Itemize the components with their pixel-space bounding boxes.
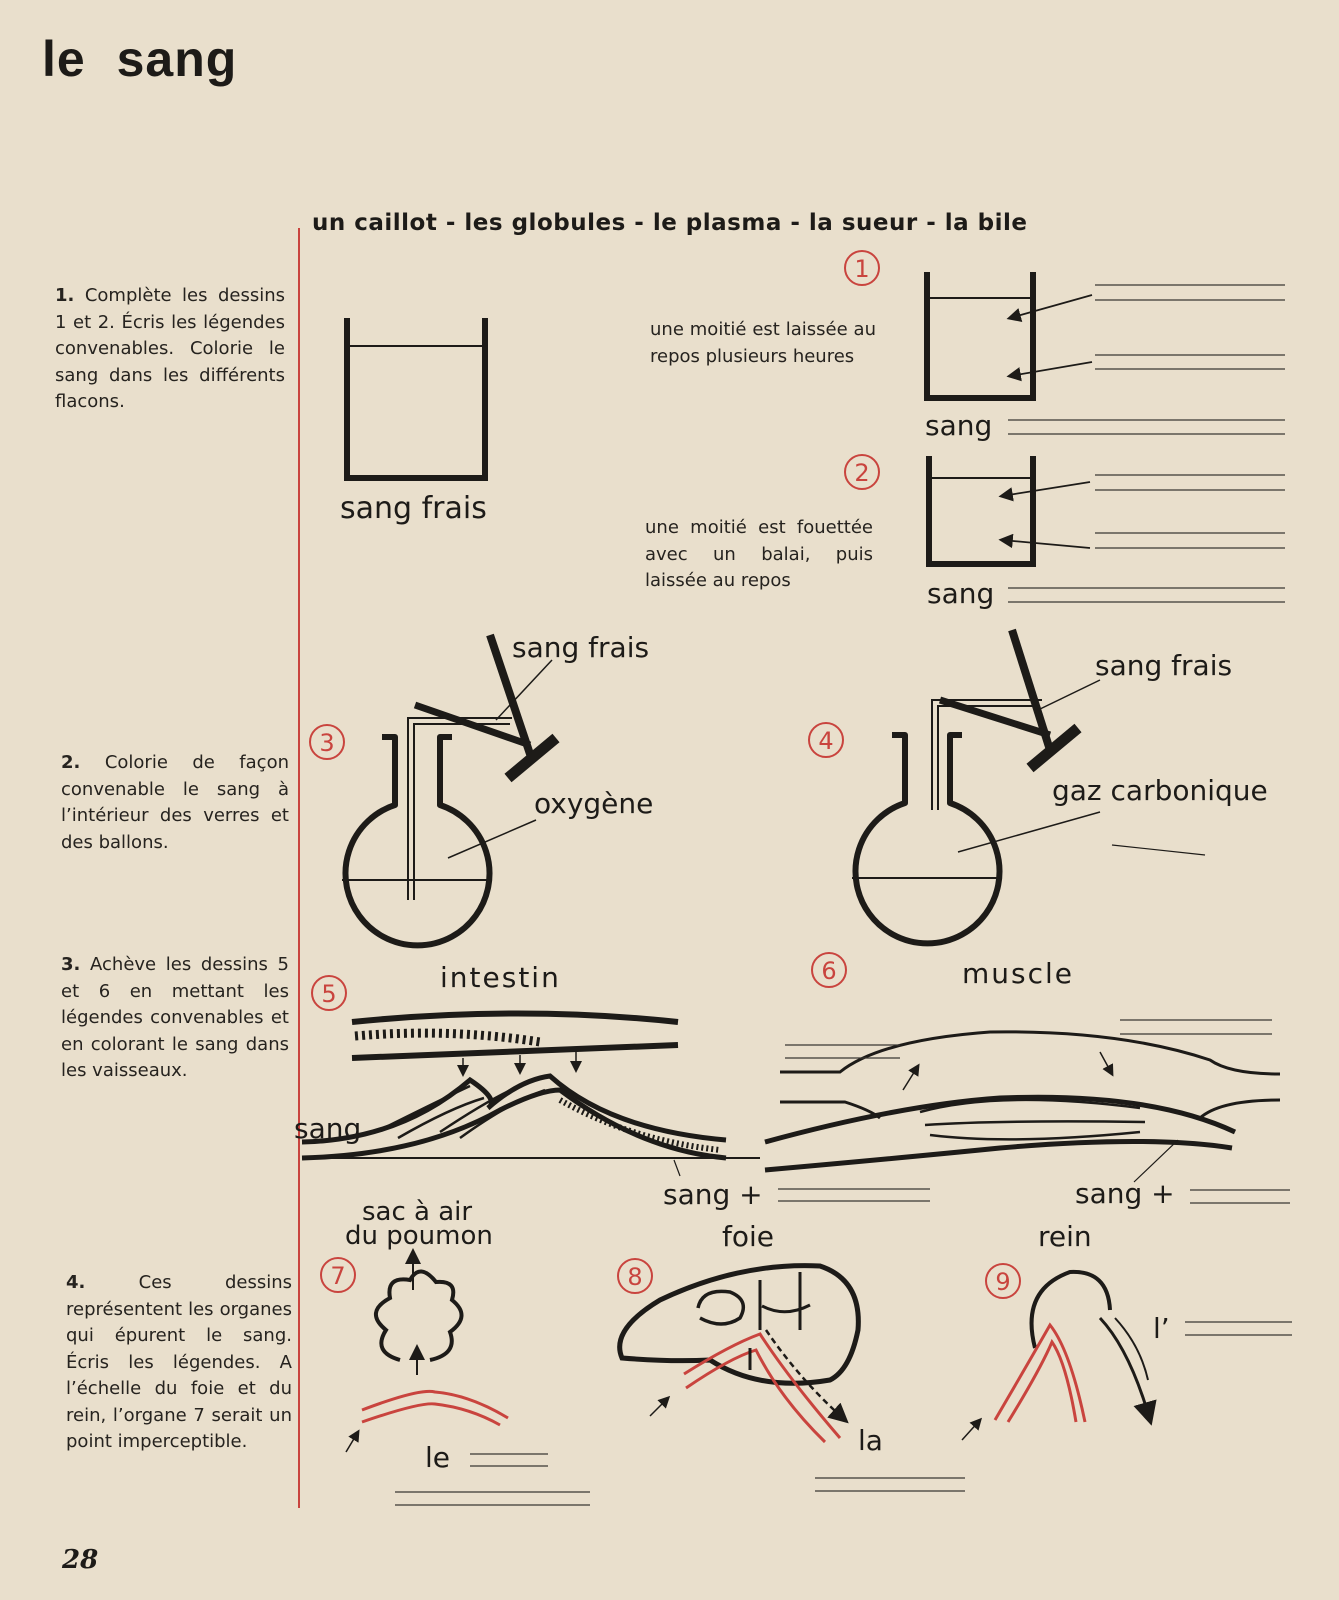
svg-text:7: 7 [330, 1262, 345, 1290]
blood-plus-label-6: sang + [1075, 1177, 1175, 1210]
kidney-drawing [961, 1269, 1157, 1441]
instruction-text: Achève les dessins 5 et 6 en mettant les… [61, 954, 289, 1081]
instruction-1: 1. Complète les dessins 1 et 2. Écris le… [55, 283, 285, 416]
figure-number-9: 9 [985, 1263, 1021, 1299]
svg-text:8: 8 [627, 1263, 642, 1291]
liver-answer-prefix: la [858, 1424, 883, 1457]
svg-text:3: 3 [319, 729, 334, 757]
instruction-text: Ces dessins représentent les organes qui… [66, 1272, 292, 1452]
lung-sac-label-line2: du poumon [345, 1221, 493, 1251]
svg-text:2: 2 [854, 459, 869, 487]
kidney-label: rein [1038, 1220, 1092, 1253]
fresh-blood-label-3: sang frais [512, 631, 649, 664]
oxygen-label: oxygène [534, 787, 653, 820]
lung-sac-drawing [345, 1248, 509, 1453]
blood-plus-label-5: sang + [663, 1178, 763, 1211]
note-whipped: une moitié est fouettée avec un balai, p… [645, 517, 873, 591]
figure-number-3: 3 [309, 724, 345, 760]
fresh-blood-label-4: sang frais [1095, 649, 1232, 682]
answer-lines-6 [785, 1019, 1290, 1204]
instruction-3: 3. Achève les dessins 5 et 6 en mettant … [61, 952, 289, 1085]
figure-number-1: 1 [844, 250, 880, 286]
figure-number-5: 5 [311, 975, 347, 1011]
intestine-drawing [301, 1010, 727, 1177]
figure-number-2: 2 [844, 454, 880, 490]
figure-number-7: 7 [320, 1257, 356, 1293]
liver-label: foie [722, 1220, 774, 1253]
blood-label-2: sang [927, 577, 994, 610]
answer-lines-1 [1008, 284, 1285, 435]
instruction-2: 2. Colorie de façon convenable le sang à… [61, 750, 289, 856]
margin-rule [298, 228, 300, 1508]
svg-text:9: 9 [995, 1268, 1010, 1296]
svg-text:4: 4 [818, 727, 833, 755]
answer-lines-8 [815, 1477, 965, 1492]
instruction-number: 4. [66, 1272, 86, 1293]
figure-number-8: 8 [617, 1258, 653, 1294]
lung-answer-prefix: le [425, 1441, 450, 1474]
svg-text:1: 1 [854, 255, 869, 283]
word-bank: un caillot - les globules - le plasma - … [312, 210, 1028, 236]
fresh-blood-glass [344, 318, 488, 481]
blood-label-1: sang [925, 409, 992, 442]
note-rest: une moitié est laissée au repos plusieur… [650, 319, 876, 367]
figure-number-6: 6 [811, 952, 847, 988]
glass-2 [926, 456, 1091, 567]
muscle-label: muscle [962, 957, 1074, 990]
answer-lines-9 [1185, 1321, 1292, 1336]
lung-sac-label-line1: sac à air [362, 1197, 472, 1227]
intestine-label: intestin [440, 961, 561, 994]
svg-text:5: 5 [321, 980, 336, 1008]
glass-1 [924, 272, 1093, 401]
svg-text:6: 6 [821, 957, 836, 985]
page-number: 28 [62, 1545, 99, 1575]
instruction-number: 1. [55, 285, 75, 306]
instruction-text: Complète les dessins 1 et 2. Écris les l… [55, 285, 285, 412]
fresh-blood-label: sang frais [340, 491, 487, 526]
answer-lines-2 [1008, 474, 1285, 603]
figure-number-4: 4 [808, 722, 844, 758]
instruction-text: Colorie de façon convenable le sang à l’… [61, 752, 289, 853]
page-title: le sang [42, 31, 238, 87]
carbon-dioxide-label: gaz carbonique [1052, 774, 1268, 807]
muscle-drawing [764, 1030, 1281, 1183]
instruction-number: 2. [61, 752, 81, 773]
instruction-number: 3. [61, 954, 81, 975]
instruction-4: 4. Ces dessins représentent les organes … [66, 1270, 292, 1456]
kidney-answer-prefix: l’ [1153, 1312, 1170, 1345]
answer-lines-5 [778, 1188, 930, 1202]
flask-4 [852, 628, 1206, 947]
answer-lines-7 [395, 1453, 590, 1506]
blood-label-left: sang [294, 1112, 361, 1145]
liver-drawing [617, 1263, 861, 1444]
flask-3 [342, 633, 560, 949]
